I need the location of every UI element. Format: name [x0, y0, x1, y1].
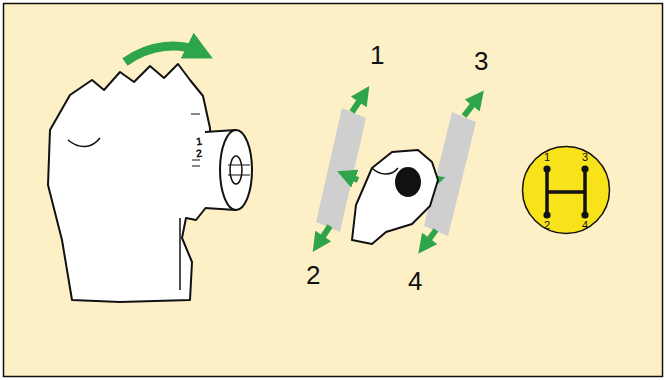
gear-number: 4: [408, 268, 422, 294]
gear-number: 1: [370, 42, 384, 68]
gear-pattern-badge: 1 3 2 4: [521, 145, 611, 235]
gear-position-number: 1: [544, 152, 550, 163]
panel: [4, 4, 663, 377]
gear-number: 2: [306, 262, 320, 288]
gear-position-number: 3: [582, 152, 588, 163]
gear-position-number: 4: [582, 220, 588, 231]
twist-arrow: [125, 46, 200, 62]
hand-on-lever: [352, 150, 438, 244]
hand-on-grip: [48, 64, 252, 302]
h-pattern: [547, 169, 585, 215]
gear-number: 3: [474, 48, 488, 74]
gear-position-number: 2: [544, 220, 550, 231]
shift-arrows: [318, 94, 478, 246]
badge-shape: [521, 145, 611, 235]
